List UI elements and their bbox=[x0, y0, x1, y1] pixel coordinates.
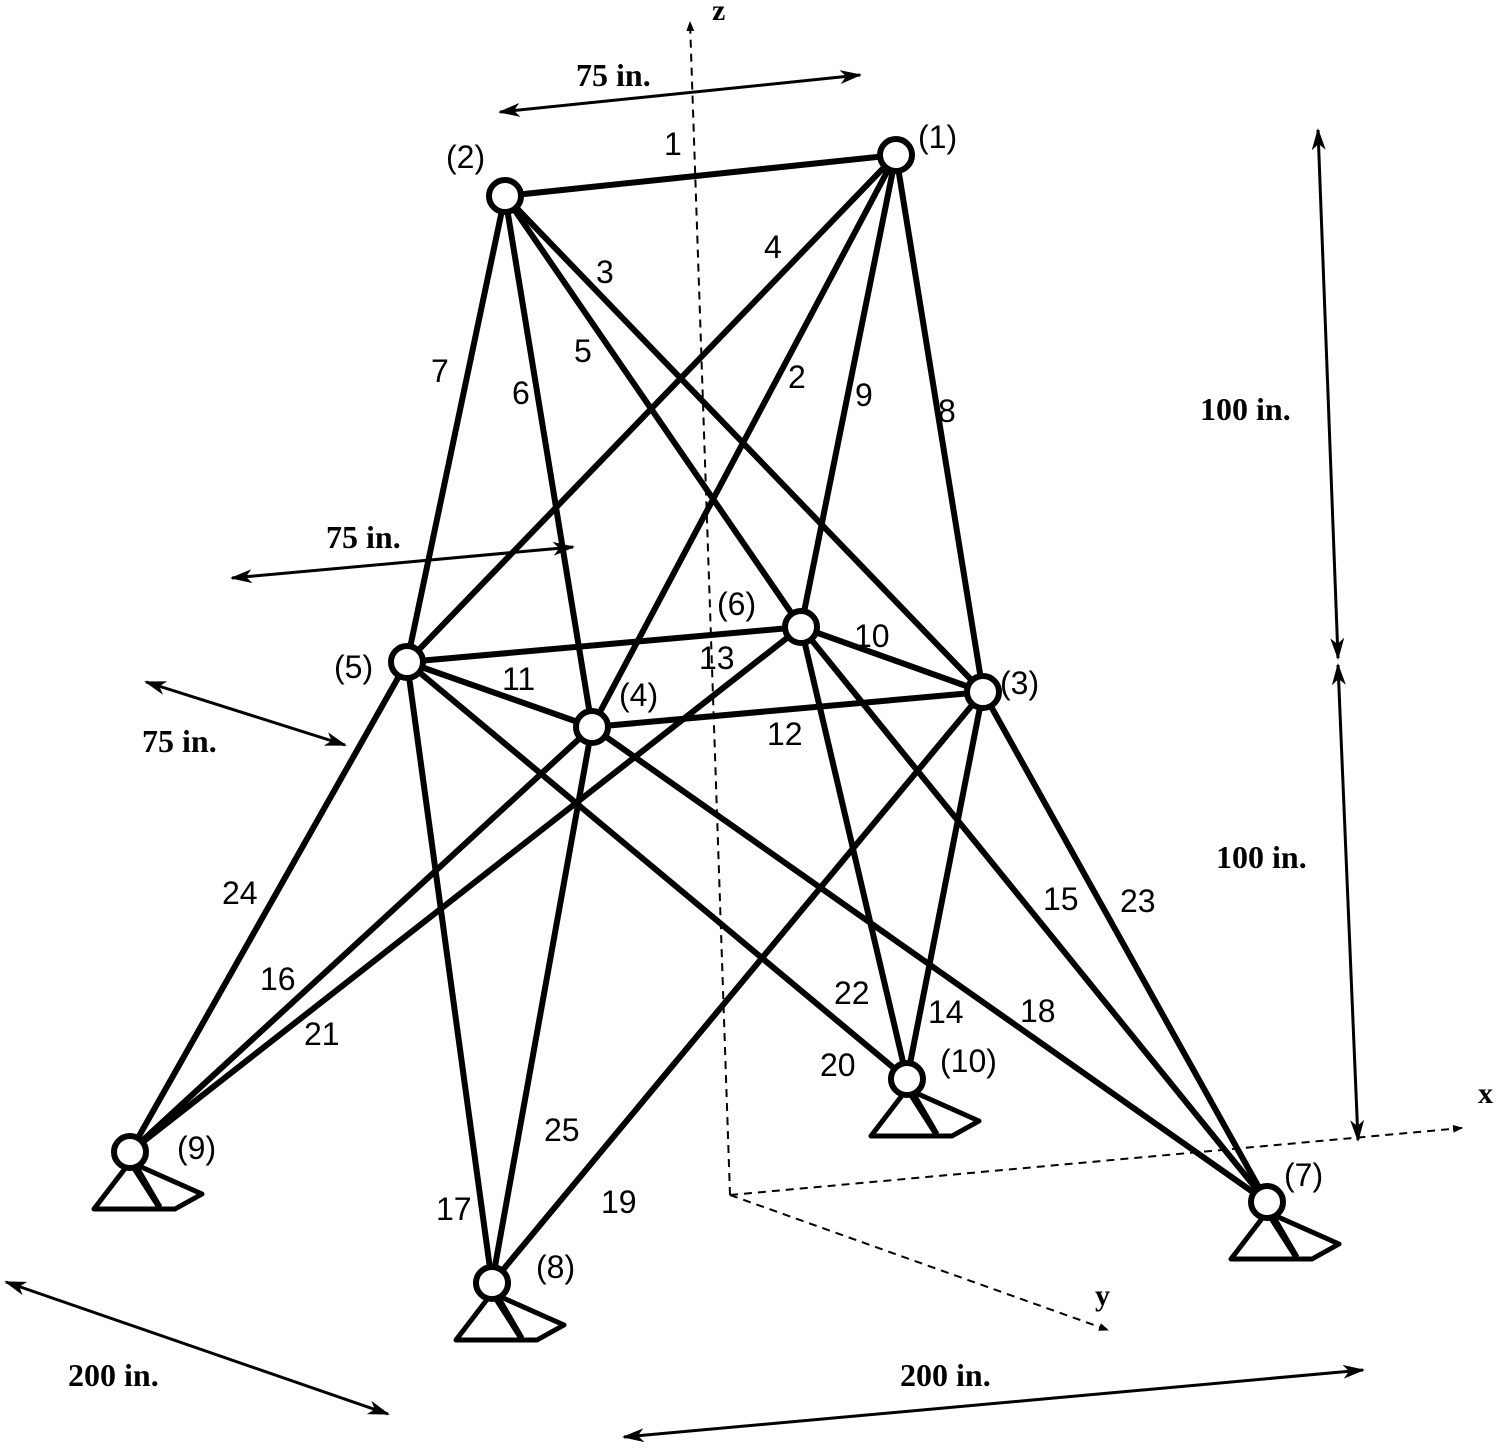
member-23 bbox=[980, 689, 1270, 1205]
top-width-arrow bbox=[498, 70, 862, 117]
member-25 bbox=[489, 724, 595, 1286]
member-10 bbox=[798, 624, 986, 695]
upper-height-arrow bbox=[1311, 128, 1345, 660]
node-label-4: (4) bbox=[619, 677, 658, 713]
member-20 bbox=[404, 659, 910, 1082]
member-16 bbox=[127, 624, 804, 1155]
member-label-24: 24 bbox=[222, 875, 258, 911]
member-label-3: 3 bbox=[596, 254, 614, 290]
support-hinge-8 bbox=[494, 1293, 525, 1340]
members bbox=[127, 152, 1270, 1286]
member-label-15: 15 bbox=[1043, 881, 1079, 917]
node-label-10: (10) bbox=[940, 1043, 997, 1079]
node-6 bbox=[782, 608, 820, 646]
node-label-8: (8) bbox=[536, 1249, 575, 1285]
member-label-18: 18 bbox=[1020, 993, 1056, 1029]
member-11 bbox=[404, 659, 595, 730]
member-15 bbox=[798, 624, 1270, 1205]
member-3 bbox=[502, 193, 986, 695]
member-label-16: 16 bbox=[260, 961, 296, 997]
nodes bbox=[111, 136, 1286, 1302]
axes: z x y bbox=[686, 0, 1493, 1331]
member-labels: 1234567891011121314151617181920212223242… bbox=[222, 126, 1156, 1227]
node-8 bbox=[473, 1264, 511, 1302]
member-label-5: 5 bbox=[574, 333, 592, 369]
base-width-label: 200 in. bbox=[900, 1357, 991, 1393]
member-label-19: 19 bbox=[601, 1184, 637, 1220]
top-width-label: 75 in. bbox=[576, 57, 651, 93]
x-axis bbox=[729, 1124, 1463, 1196]
member-19 bbox=[489, 689, 986, 1286]
support-hinge-10 bbox=[909, 1089, 940, 1136]
mid-width-label: 75 in. bbox=[326, 519, 401, 555]
member-label-23: 23 bbox=[1120, 883, 1156, 919]
member-17 bbox=[404, 659, 495, 1286]
member-label-6: 6 bbox=[512, 375, 530, 411]
node-label-7: (7) bbox=[1284, 1157, 1323, 1193]
support-hinge-7 bbox=[1269, 1212, 1300, 1259]
member-21 bbox=[127, 724, 595, 1155]
node-5 bbox=[388, 643, 426, 681]
member-8 bbox=[893, 152, 986, 695]
member-5 bbox=[502, 193, 804, 630]
x-axis-label: x bbox=[1478, 1077, 1493, 1110]
member-label-1: 1 bbox=[664, 126, 682, 162]
member-label-8: 8 bbox=[938, 393, 956, 429]
mid-width-arrow bbox=[230, 541, 575, 584]
node-10 bbox=[888, 1060, 926, 1098]
member-label-2: 2 bbox=[788, 359, 806, 395]
member-label-20: 20 bbox=[820, 1047, 856, 1083]
node-1 bbox=[877, 136, 915, 174]
member-6 bbox=[502, 193, 595, 730]
supports bbox=[91, 1086, 1342, 1343]
member-label-21: 21 bbox=[304, 1016, 340, 1052]
dimensions: 75 in. 75 in. 75 in. 100 in. 100 in. 200… bbox=[4, 57, 1365, 1443]
node-9 bbox=[111, 1133, 149, 1171]
base-width-arrow bbox=[622, 1364, 1365, 1443]
member-label-22: 22 bbox=[834, 975, 870, 1011]
member-12 bbox=[589, 689, 986, 730]
lower-height-arrow bbox=[1331, 663, 1365, 1142]
member-22 bbox=[798, 624, 910, 1082]
node-label-2: (2) bbox=[446, 139, 485, 175]
member-label-11: 11 bbox=[502, 661, 535, 697]
base-depth-label: 200 in. bbox=[68, 1357, 159, 1393]
member-label-25: 25 bbox=[544, 1112, 580, 1148]
node-label-5: (5) bbox=[334, 649, 373, 685]
member-label-7: 7 bbox=[431, 353, 449, 389]
member-label-10: 10 bbox=[854, 618, 890, 654]
support-hinge-9 bbox=[132, 1162, 163, 1209]
mid-depth-arrow bbox=[144, 680, 347, 747]
node-label-9: (9) bbox=[177, 1130, 216, 1166]
z-axis-label: z bbox=[712, 0, 725, 27]
member-13 bbox=[404, 624, 804, 665]
node-4 bbox=[573, 708, 611, 746]
member-label-4: 4 bbox=[764, 229, 782, 265]
node-label-3: (3) bbox=[1000, 665, 1039, 701]
member-label-12: 12 bbox=[767, 716, 803, 752]
member-label-13: 13 bbox=[699, 640, 735, 676]
upper-height-label: 100 in. bbox=[1200, 391, 1291, 427]
member-9 bbox=[798, 152, 899, 630]
member-7 bbox=[404, 193, 508, 665]
node-2 bbox=[486, 177, 524, 215]
member-18 bbox=[589, 724, 1270, 1205]
node-3 bbox=[964, 673, 1002, 711]
y-axis bbox=[729, 1194, 1109, 1331]
node-label-1: (1) bbox=[918, 119, 957, 155]
member-14 bbox=[904, 689, 986, 1082]
mid-depth-label: 75 in. bbox=[142, 723, 217, 759]
node-label-6: (6) bbox=[717, 586, 756, 622]
member-1 bbox=[502, 152, 899, 199]
member-label-17: 17 bbox=[436, 1191, 472, 1227]
node-7 bbox=[1248, 1183, 1286, 1221]
node-labels: (1) (2) (3) (4) (5) (6) (7) (8) (9) (10) bbox=[177, 119, 1323, 1285]
member-24 bbox=[127, 659, 410, 1155]
member-label-9: 9 bbox=[855, 377, 873, 413]
y-axis-label: y bbox=[1095, 1279, 1110, 1312]
member-label-14: 14 bbox=[928, 994, 964, 1030]
base-depth-arrow bbox=[4, 1280, 390, 1416]
lower-height-label: 100 in. bbox=[1216, 839, 1307, 875]
